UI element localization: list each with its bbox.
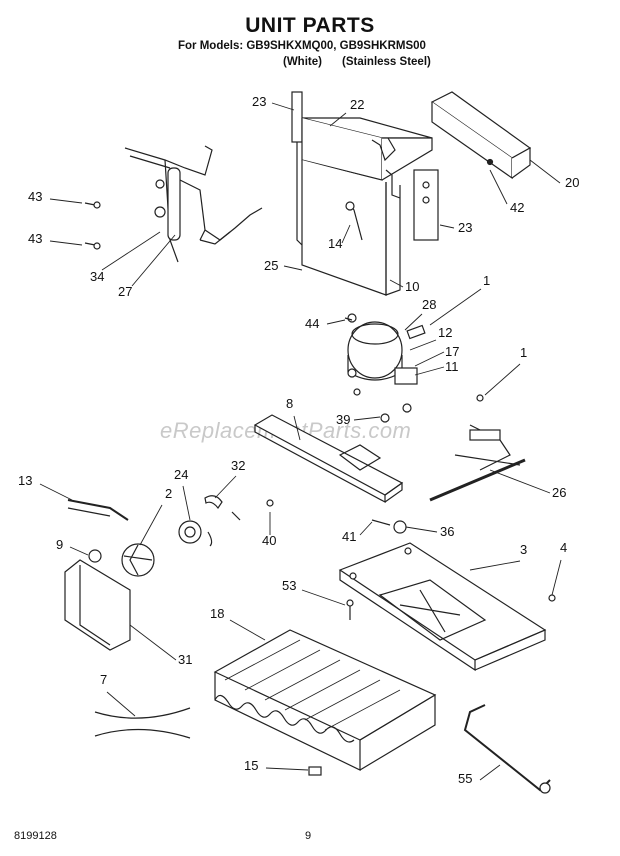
callout-label-31: 31 (178, 652, 192, 667)
callout-leader-9 (69, 546, 89, 556)
callout-label-36: 36 (440, 524, 454, 539)
callout-leader-34 (101, 231, 161, 271)
evaporator-housing (291, 91, 439, 296)
cover-panel (430, 91, 532, 180)
callout-label-34: 34 (90, 269, 104, 284)
callout-label-11: 11 (445, 359, 459, 374)
doc-number: 8199128 (14, 830, 57, 842)
callout-label-23: 23 (458, 220, 472, 235)
callout-leader-20 (529, 159, 561, 184)
callout-leader-3 (469, 560, 521, 571)
callout-label-22: 22 (350, 97, 364, 112)
callout-label-24: 24 (174, 467, 188, 482)
callout-label-2: 2 (165, 486, 172, 501)
callout-label-1: 1 (520, 345, 527, 360)
page-title: UNIT PARTS (245, 14, 375, 37)
callout-label-42: 42 (510, 200, 524, 215)
callout-leader-42 (489, 169, 508, 205)
condenser-coil (213, 629, 437, 776)
callout-leader-39 (353, 416, 381, 421)
callout-leader-43 (49, 198, 83, 204)
callout-leader-18 (229, 619, 266, 641)
callout-leader-11 (414, 366, 445, 376)
callout-label-23: 23 (252, 94, 266, 109)
callout-leader-12 (409, 339, 437, 351)
callout-label-3: 3 (520, 542, 527, 557)
callout-label-4: 4 (560, 540, 567, 555)
callout-leader-14 (341, 224, 351, 244)
callout-leader-2 (139, 504, 163, 546)
callout-leader-44 (326, 319, 346, 325)
callout-leader-4 (551, 559, 562, 596)
callout-leader-26 (489, 469, 551, 494)
callout-label-15: 15 (244, 758, 258, 773)
screws-43 (84, 201, 101, 250)
drier-tubing-assembly (124, 145, 263, 263)
condenser-fan-assembly (64, 495, 274, 651)
callout-leader-43 (49, 240, 83, 246)
callout-leader-28 (404, 313, 423, 331)
callout-leader-8 (293, 415, 301, 441)
callout-leader-1 (484, 363, 521, 396)
callout-label-41: 41 (342, 529, 356, 544)
callout-label-12: 12 (438, 325, 452, 340)
callout-label-28: 28 (422, 297, 436, 312)
drain-tube (463, 704, 551, 794)
callout-label-17: 17 (445, 344, 459, 359)
drain-pan (253, 414, 404, 504)
callout-leader-53 (301, 589, 346, 606)
page-number: 9 (305, 830, 312, 842)
callout-leader-15 (265, 767, 309, 771)
finish-stainless: (Stainless Steel) (342, 56, 431, 68)
wire-ties (94, 707, 191, 739)
callout-leader-24 (182, 485, 191, 521)
callout-leader-22 (329, 112, 347, 127)
callout-leader-32 (214, 475, 237, 499)
callout-leader-10 (389, 279, 404, 288)
callout-label-27: 27 (118, 284, 132, 299)
callout-label-18: 18 (210, 606, 224, 621)
callout-label-10: 10 (405, 279, 419, 294)
compressor (347, 313, 426, 423)
callout-leader-25 (283, 265, 303, 271)
callout-label-1: 1 (483, 273, 490, 288)
base-pan (338, 542, 556, 672)
callout-leader-17 (414, 351, 445, 367)
models-line: For Models: GB9SHKXMQ00, GB9SHKRMS00 (178, 40, 426, 52)
wire-harness (429, 394, 526, 502)
callout-leader-55 (479, 764, 501, 781)
callout-label-39: 39 (336, 412, 350, 427)
callout-leader-31 (129, 624, 177, 661)
callout-label-7: 7 (100, 672, 107, 687)
callout-leader-41 (359, 521, 373, 536)
callout-leader-23 (439, 224, 455, 229)
callout-leader-13 (39, 483, 73, 501)
callout-label-25: 25 (264, 258, 278, 273)
callout-label-43: 43 (28, 231, 42, 246)
callout-leader-1 (429, 288, 482, 326)
callout-label-9: 9 (56, 537, 63, 552)
callout-leader-27 (131, 234, 176, 287)
callout-leader-7 (106, 691, 136, 717)
finish-white: (White) (283, 56, 322, 68)
callout-label-8: 8 (286, 396, 293, 411)
callout-label-26: 26 (552, 485, 566, 500)
callout-label-32: 32 (231, 458, 245, 473)
callout-leaders (39, 102, 562, 781)
callout-label-43: 43 (28, 189, 42, 204)
callout-label-44: 44 (305, 316, 319, 331)
callout-label-14: 14 (328, 236, 342, 251)
callout-label-55: 55 (458, 771, 472, 786)
callout-label-53: 53 (282, 578, 296, 593)
callout-leader-23 (271, 102, 295, 111)
callout-label-40: 40 (262, 533, 276, 548)
callout-label-13: 13 (18, 473, 32, 488)
callout-leader-36 (405, 526, 438, 533)
callout-label-20: 20 (565, 175, 579, 190)
